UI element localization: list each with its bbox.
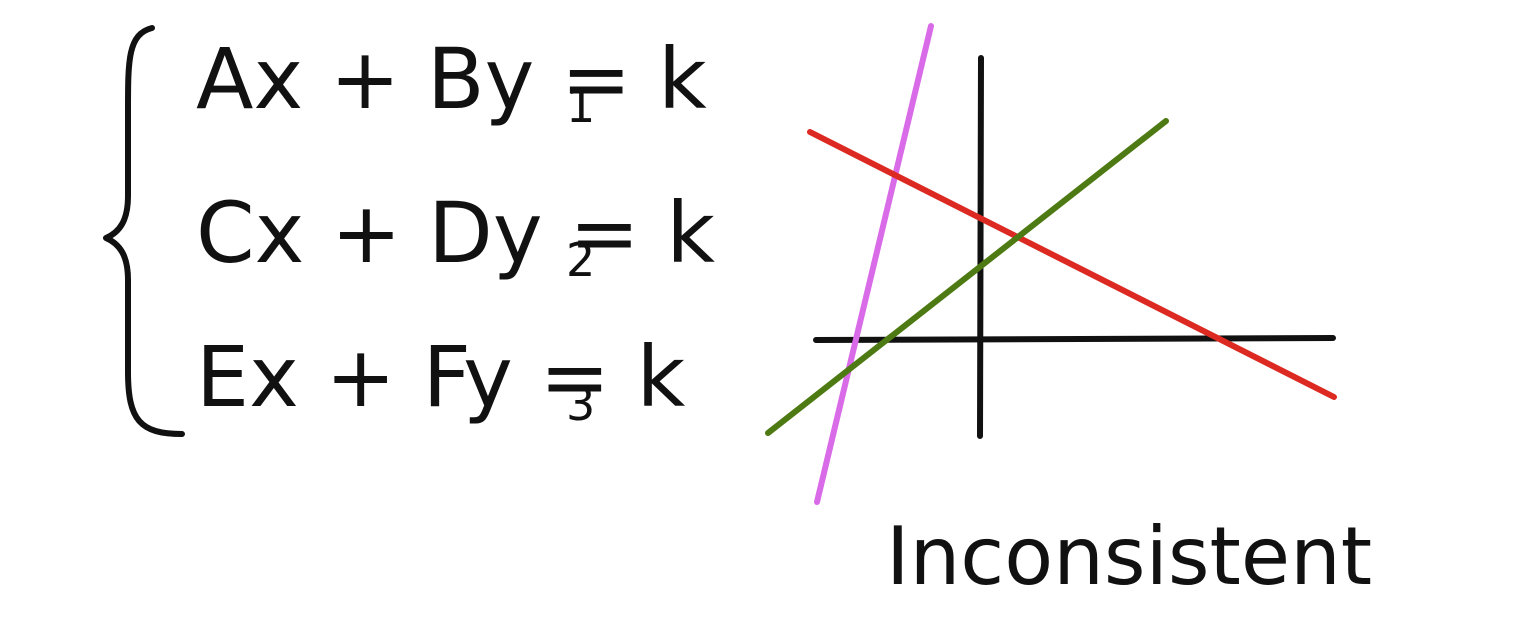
equation-1-subscript: 1: [566, 79, 595, 133]
system-brace: [103, 25, 185, 437]
equation-2-text: Cx + Dy = k: [196, 184, 715, 282]
line-pink: [814, 23, 934, 505]
equation-2: Cx + Dy = k 2: [196, 184, 715, 287]
equation-1-text: Ax + By = k: [196, 30, 707, 128]
equation-2-subscript: 2: [566, 233, 595, 287]
caption: Inconsistent: [886, 510, 1372, 603]
line-green: [765, 118, 1169, 436]
x-axis: [813, 335, 1336, 343]
equation-3-text: Ex + Fy = k: [196, 328, 686, 426]
equation-3: Ex + Fy = k 3: [196, 328, 686, 431]
line-red: [807, 129, 1337, 400]
equation-3-subscript: 3: [566, 377, 595, 431]
equation-1: Ax + By = k 1: [196, 30, 707, 133]
y-axis: [977, 55, 984, 439]
